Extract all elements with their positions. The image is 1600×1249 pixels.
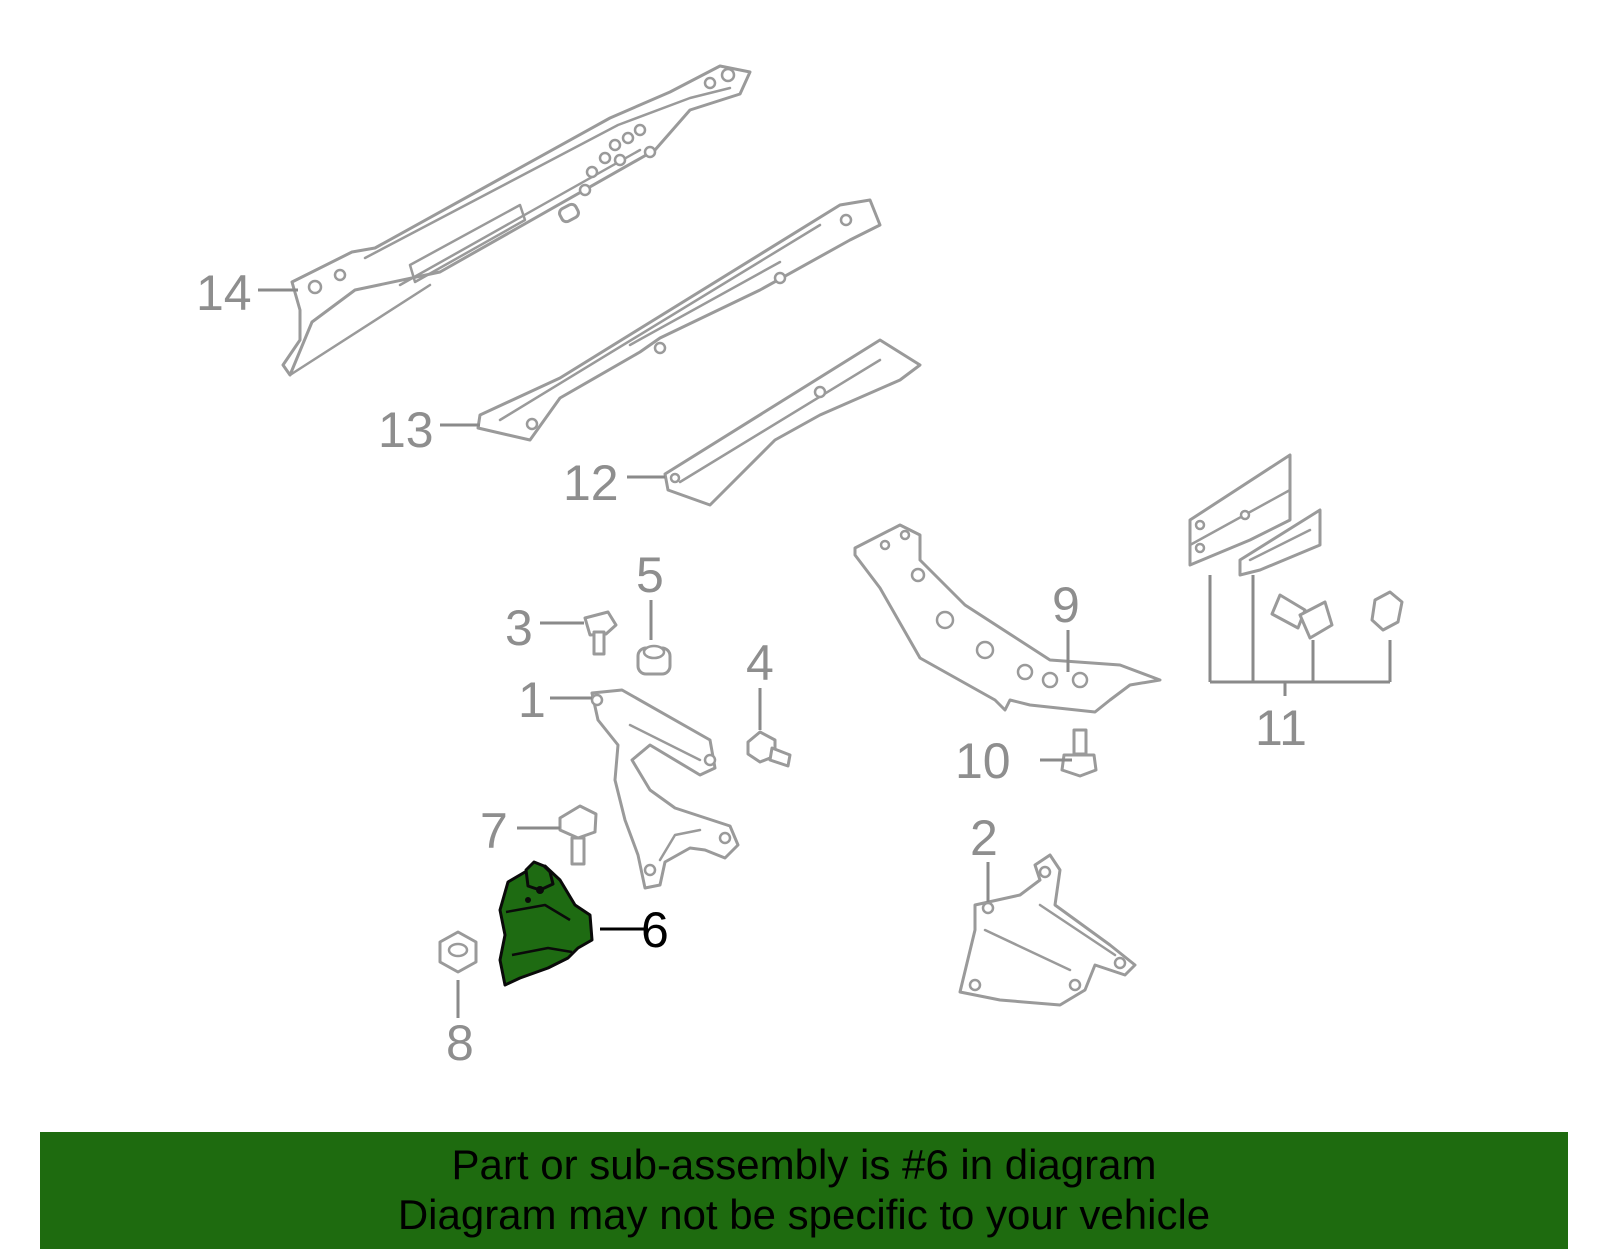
part-13-bar[interactable] xyxy=(476,198,882,442)
label-5: 5 xyxy=(636,547,664,603)
label-2: 2 xyxy=(970,810,998,866)
info-banner: Part or sub-assembly is #6 in diagram Di… xyxy=(40,1132,1568,1249)
label-6: 6 xyxy=(641,902,669,958)
label-1: 1 xyxy=(518,672,546,728)
part-6-engine-mount-highlighted[interactable] xyxy=(498,860,594,987)
label-14: 14 xyxy=(196,265,252,321)
part-4-bolt[interactable] xyxy=(746,730,792,768)
label-13: 13 xyxy=(378,402,434,458)
part-1-mount-bracket[interactable] xyxy=(590,688,740,890)
label-12: 12 xyxy=(563,455,619,511)
part-10-bolt[interactable] xyxy=(1060,728,1098,778)
part-5-nut[interactable] xyxy=(636,644,672,676)
label-4: 4 xyxy=(746,635,774,691)
part-labels: 14 13 12 5 3 4 1 9 11 10 7 2 6 8 xyxy=(196,265,1307,1071)
part-8-nut[interactable] xyxy=(438,930,478,974)
leader-lines xyxy=(258,288,1392,1018)
part-7-bolt[interactable] xyxy=(558,804,598,866)
label-9: 9 xyxy=(1052,577,1080,633)
part-12-shield[interactable] xyxy=(663,338,922,507)
parts-diagram: 14 13 12 5 3 4 1 9 11 10 7 2 6 8 xyxy=(196,64,1404,1071)
label-8: 8 xyxy=(446,1015,474,1071)
leader-11 xyxy=(1208,575,1392,696)
label-11: 11 xyxy=(1255,700,1307,756)
label-10: 10 xyxy=(955,733,1011,789)
part-2-bracket[interactable] xyxy=(958,853,1137,1007)
part-14-rail[interactable] xyxy=(281,64,752,377)
part-11-brackets[interactable] xyxy=(1188,453,1404,640)
banner-line-2: Diagram may not be specific to your vehi… xyxy=(397,1191,1211,1238)
part-9-bracket[interactable] xyxy=(853,523,1162,714)
label-3: 3 xyxy=(505,600,533,656)
part-3-bolt[interactable] xyxy=(583,610,618,656)
banner-line-1: Part or sub-assembly is #6 in diagram xyxy=(451,1141,1157,1188)
label-7: 7 xyxy=(480,803,508,859)
